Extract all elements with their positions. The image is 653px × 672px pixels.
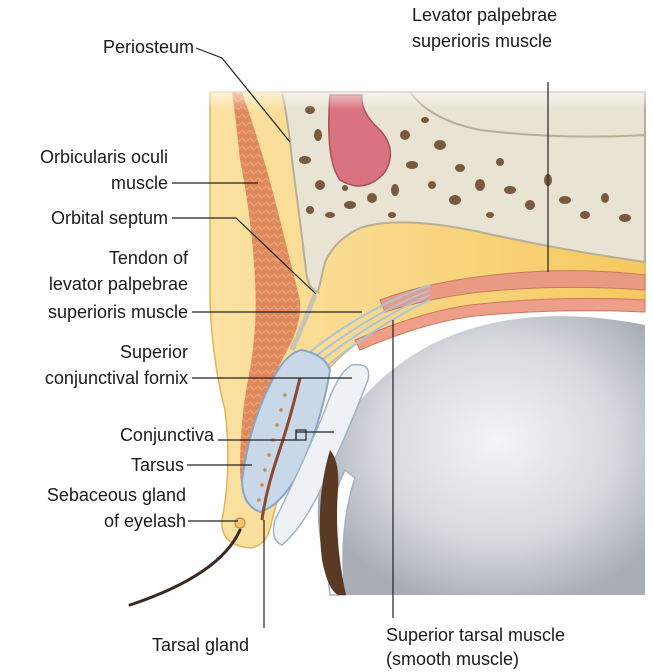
eyelash (128, 528, 242, 607)
superior-tarsal-muscle (354, 297, 646, 351)
bone-trabeculae (299, 106, 631, 222)
leader-periosteum (195, 47, 291, 143)
label-fornix-line2: conjunctival fornix (44, 368, 188, 388)
orbicularis-oculi-muscle (232, 92, 301, 510)
frontal-sinus (328, 94, 392, 187)
label-orbicularis-line1: Orbicularis oculi (39, 147, 168, 167)
label-tendon-line3: superioris muscle (47, 302, 188, 322)
label-sebaceous-line2: of eyelash (103, 511, 186, 531)
label-tendon-line2: levator palpebrae (48, 274, 188, 294)
conjunctiva (272, 363, 370, 546)
conjunctiva-marker (295, 429, 307, 441)
label-periosteum: Periosteum (102, 37, 194, 57)
iris (319, 450, 346, 595)
eyeball (317, 316, 645, 595)
sebaceous-gland (234, 517, 246, 529)
label-orbicularis-line2: muscle (110, 173, 168, 193)
orbital-septum (289, 294, 318, 351)
leader-orbital-septum (172, 217, 317, 295)
top-fade (200, 80, 653, 110)
label-levator-line2: superioris muscle (412, 31, 553, 51)
label-superior-tarsal-line2: (smooth muscle) (386, 649, 520, 669)
tarsal-gland-dots (257, 393, 287, 502)
label-tarsal-gland: Tarsal gland (152, 635, 250, 655)
label-conjunctiva: Conjunctiva (119, 425, 214, 445)
label-levator-line1: Levator palpebrae (412, 5, 558, 25)
label-superior-tarsal-line1: Superior tarsal muscle (386, 625, 566, 645)
tarsal-gland (260, 377, 302, 521)
label-orbital-septum: Orbital septum (50, 208, 168, 228)
label-tendon-line1: Tendon of (108, 248, 188, 268)
label-fornix-line1: Superior (119, 342, 188, 362)
leader-lines (172, 47, 549, 628)
label-sebaceous-line1: Sebaceous gland (46, 485, 186, 505)
label-tarsus: Tarsus (130, 455, 184, 475)
